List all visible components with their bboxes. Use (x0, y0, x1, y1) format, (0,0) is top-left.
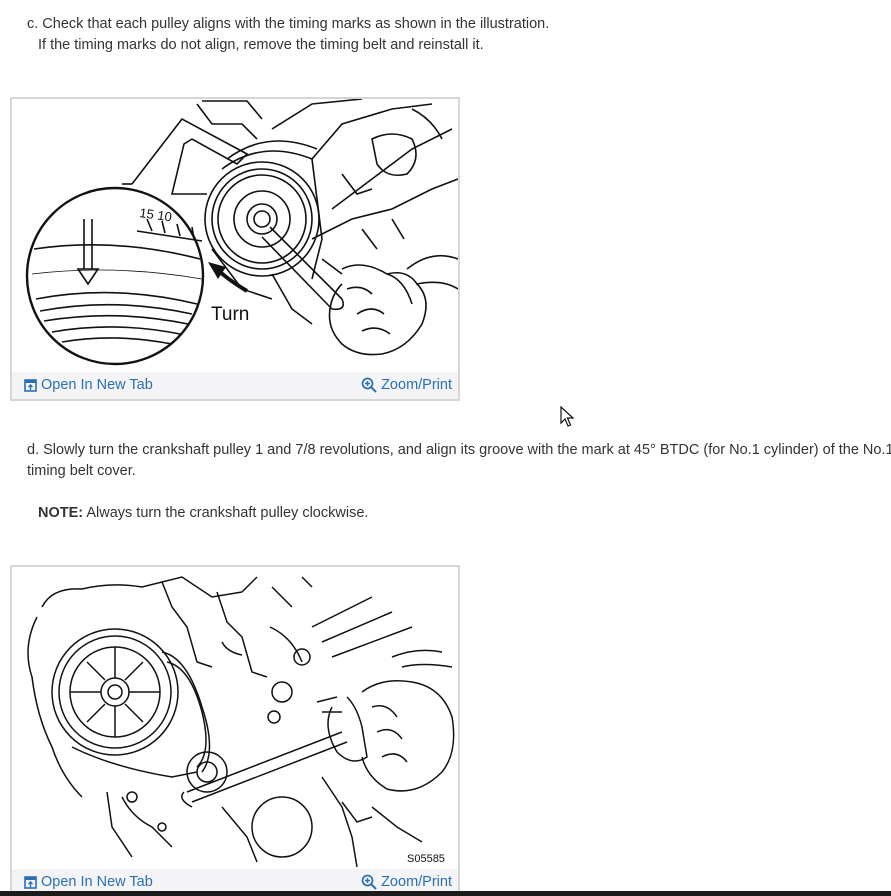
figure1-zoom-print-link[interactable]: Zoom/Print (361, 377, 452, 393)
step-c-line2: If the timing marks do not align, remove… (38, 37, 484, 53)
figure2-zoom-print-link[interactable]: Zoom/Print (361, 874, 452, 890)
step-c-line1: c. Check that each pulley aligns with th… (27, 16, 550, 32)
mouse-pointer-icon (560, 405, 575, 432)
figure2-open-new-tab-link[interactable]: Open In New Tab (24, 874, 153, 890)
timing-scale-label: 15 10 (139, 205, 173, 224)
figure-code-label: S05585 (407, 853, 445, 865)
figure-crankshaft-turn: S05585 Open In New Tab Zoom/Print (10, 565, 460, 896)
bottom-edge-strip (0, 891, 891, 896)
figure1-action-bar: Open In New Tab Zoom/Print (12, 372, 458, 399)
step-d-text: d. Slowly turn the crankshaft pulley 1 a… (11, 440, 891, 482)
crankshaft-illustration: S05585 (12, 567, 458, 867)
open-new-tab-label: Open In New Tab (41, 874, 153, 890)
magnifier-plus-icon (361, 377, 377, 393)
zoom-print-label: Zoom/Print (381, 874, 452, 890)
note-label: NOTE: (38, 505, 84, 521)
open-new-tab-label: Open In New Tab (41, 377, 153, 393)
note: NOTE: Always turn the crankshaft pulley … (11, 503, 891, 524)
zoom-print-label: Zoom/Print (381, 377, 452, 393)
figure-timing-marks: Turn 15 10 Open In New Tab Zoom/Print (10, 97, 460, 401)
step-d-content: d. Slowly turn the crankshaft pulley 1 a… (27, 442, 891, 479)
turn-label: Turn (211, 304, 249, 325)
note-text: Always turn the crankshaft pulley clockw… (86, 505, 369, 521)
timing-mark-illustration: Turn 15 10 (12, 99, 458, 372)
open-new-tab-icon (24, 378, 37, 392)
magnifier-plus-icon (361, 874, 377, 890)
figure1-open-new-tab-link[interactable]: Open In New Tab (24, 377, 153, 393)
open-new-tab-icon (24, 875, 37, 889)
